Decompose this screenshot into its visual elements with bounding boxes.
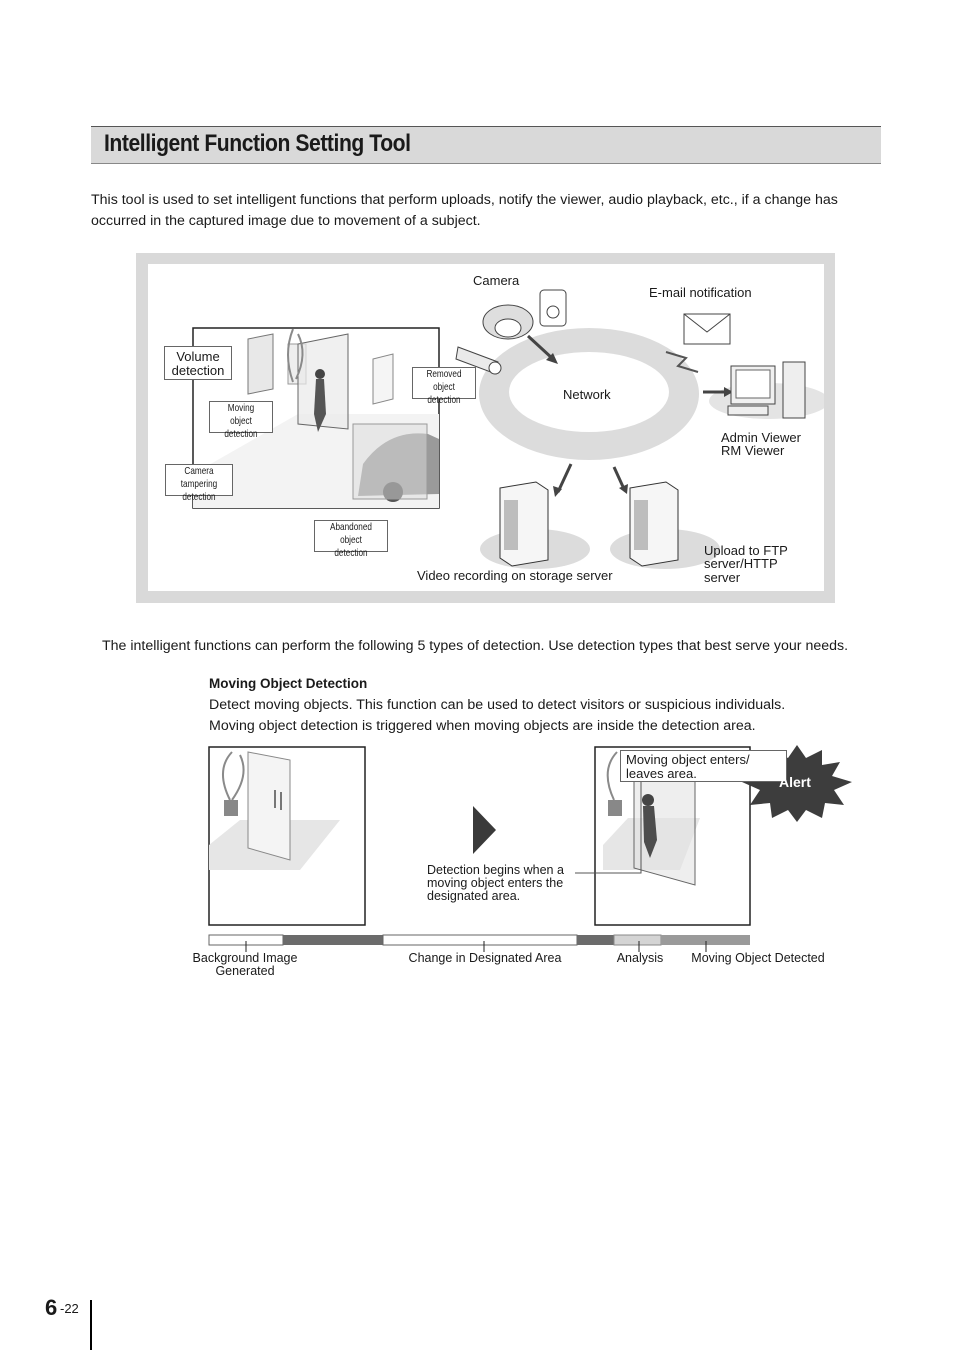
detection-intro: The intelligent functions can perform th… bbox=[102, 638, 849, 654]
recording-label: Video recording on storage server bbox=[417, 568, 613, 583]
volume-label-line1: Volume bbox=[176, 349, 220, 364]
timeline-background-label: Background Image Generated bbox=[185, 952, 305, 977]
upload-label-line3: server bbox=[704, 570, 741, 585]
removed-label-line2: detection bbox=[427, 394, 461, 406]
moving-detection-callout: Moving object detection bbox=[209, 401, 273, 440]
intro-paragraph: This tool is used to set intelligent fun… bbox=[91, 192, 838, 229]
detection-begins-text: Detection begins when a moving object en… bbox=[427, 864, 564, 903]
callout-line1: Moving object enters/ bbox=[626, 752, 750, 767]
volume-detection-callout: Volume detection bbox=[164, 346, 232, 380]
footer-rule bbox=[90, 1300, 92, 1350]
page-number: -22 bbox=[60, 1301, 79, 1316]
moving-label-line2: detection bbox=[224, 428, 258, 440]
tampering-label-line2: detection bbox=[182, 491, 216, 503]
camera-label: Camera bbox=[473, 273, 520, 288]
section-heading: Moving Object Detection bbox=[209, 676, 368, 691]
abandoned-detection-callout: Abandoned object detection bbox=[314, 520, 388, 559]
timeline-bg-line1: Background Image bbox=[192, 951, 298, 965]
timeline-detected-label: Moving Object Detected bbox=[691, 951, 825, 965]
abandoned-label-line1: Abandoned object bbox=[330, 521, 372, 546]
volume-label-line2: detection bbox=[171, 363, 225, 378]
removed-label-line1: Removed object bbox=[426, 368, 462, 393]
timeline-change-label: Change in Designated Area bbox=[408, 951, 562, 965]
title-bar bbox=[91, 126, 881, 164]
network-label: Network bbox=[563, 387, 611, 402]
rm-viewer-label: RM Viewer bbox=[721, 443, 785, 458]
admin-viewer-label: Admin Viewer bbox=[721, 430, 801, 445]
tampering-detection-callout: Camera tampering detection bbox=[165, 464, 233, 503]
overview-illustration bbox=[192, 289, 824, 569]
moving-detection-illustration bbox=[208, 745, 852, 952]
alert-badge: Alert bbox=[779, 774, 811, 790]
tampering-label-line1: Camera tampering bbox=[180, 465, 218, 490]
abandoned-label-line2: detection bbox=[334, 547, 368, 559]
removed-detection-callout: Removed object detection bbox=[412, 367, 476, 406]
timeline-bg-line2: Generated bbox=[215, 963, 275, 978]
callout-line2: leaves area. bbox=[626, 766, 697, 781]
enter-leave-callout: Moving object enters/ leaves area. bbox=[620, 750, 787, 782]
upload-label-line2: server/HTTP bbox=[704, 556, 778, 571]
section-line-2: Moving object detection is triggered whe… bbox=[209, 717, 756, 734]
section-line-1: Detect moving objects. This function can… bbox=[209, 697, 786, 713]
page-title: Intelligent Function Setting Tool bbox=[104, 130, 411, 157]
moving-label-line1: Moving object bbox=[227, 402, 255, 427]
begin-line1: Detection begins when a bbox=[427, 863, 564, 877]
section-body: Detect moving objects. This function can… bbox=[209, 695, 889, 736]
begin-line2: moving object enters the bbox=[427, 876, 564, 890]
upload-label-line1: Upload to FTP bbox=[704, 543, 788, 558]
overview-diagram: Camera E-mail notification Network Admin… bbox=[148, 264, 824, 591]
begin-line3: designated area. bbox=[427, 889, 521, 903]
email-notification-label: E-mail notification bbox=[649, 285, 752, 300]
chapter-number: 6 bbox=[45, 1295, 58, 1320]
timeline-analysis-label: Analysis bbox=[616, 951, 664, 965]
